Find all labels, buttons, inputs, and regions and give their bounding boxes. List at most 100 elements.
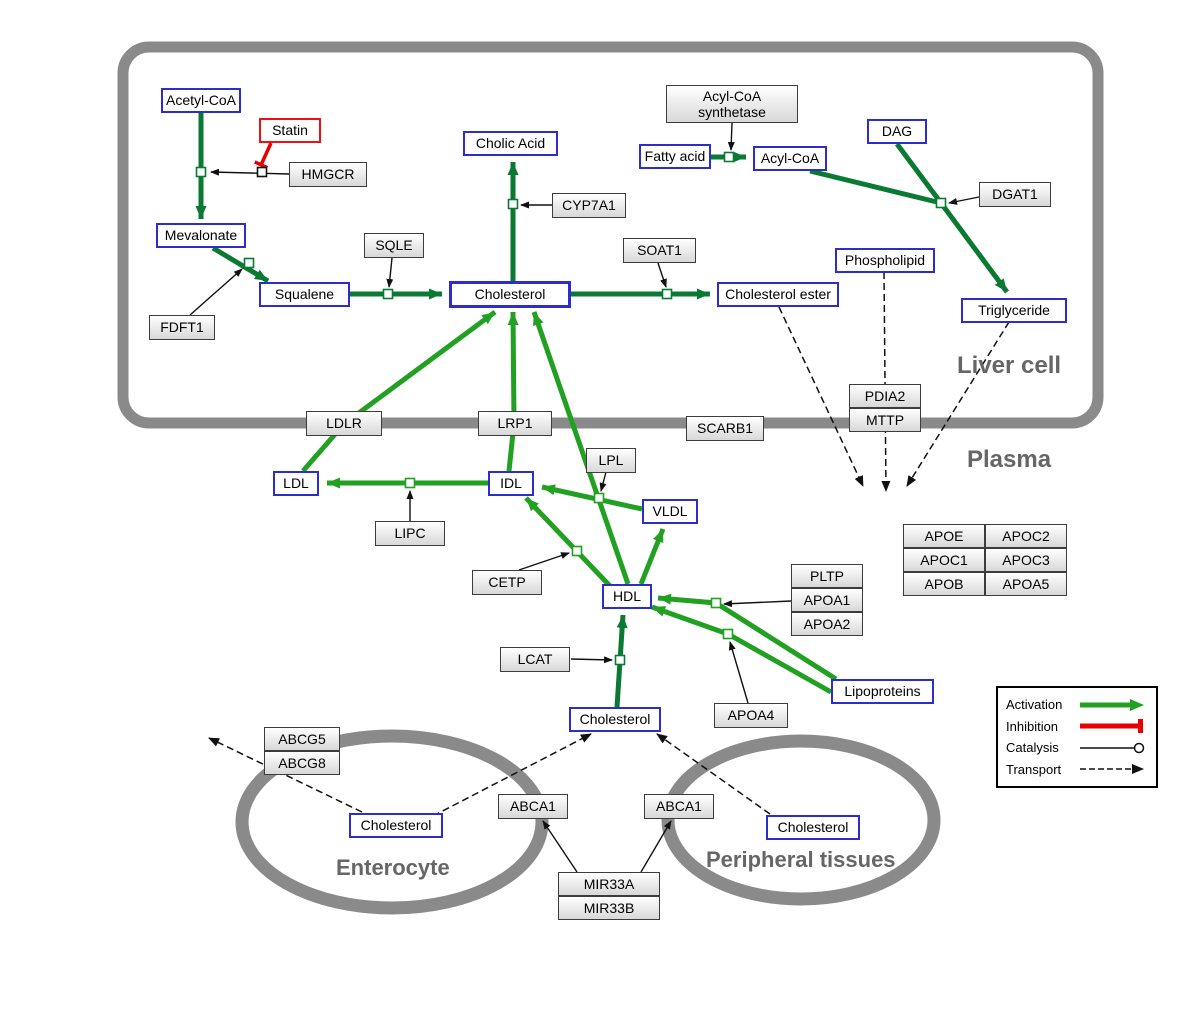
node-apoc3[interactable]: APOC3 — [985, 548, 1067, 572]
node-scarb1[interactable]: SCARB1 — [686, 416, 764, 441]
node-cyp7a1[interactable]: CYP7A1 — [552, 193, 626, 218]
edge-pltp-stack-link — [723, 600, 792, 608]
node-mevalonate[interactable]: Mevalonate — [156, 223, 246, 248]
reaction-node-lipoproteins-to-hdl-upper — [710, 597, 722, 609]
node-abcg5[interactable]: ABCG5 — [264, 727, 340, 751]
node-hdl[interactable]: HDL — [602, 584, 652, 609]
transport-dashed-arrow-symbol — [1080, 764, 1144, 775]
edge-lcat-catalysis — [570, 656, 613, 664]
node-acyl-coa-synthetase[interactable]: Acyl-CoA synthetase — [666, 85, 798, 123]
node-lrp1[interactable]: LRP1 — [478, 411, 552, 436]
node-acyl-coa2[interactable]: Acyl-CoA — [753, 146, 827, 171]
legend-row-activation: Activation — [1006, 694, 1148, 716]
node-vldl[interactable]: VLDL — [642, 499, 698, 524]
legend-transport-label: Transport — [1006, 761, 1062, 777]
node-fatty-acid[interactable]: Fatty acid — [639, 144, 711, 169]
node-dag[interactable]: DAG — [867, 119, 927, 144]
node-ldl[interactable]: LDL — [273, 471, 319, 496]
node-lipc[interactable]: LIPC — [375, 521, 445, 546]
reaction-node-idl-to-ldl — [404, 477, 416, 489]
activation-arrow-symbol — [1080, 698, 1144, 711]
edge-peripheral-to-plasma-transport — [656, 733, 771, 815]
node-apoc1[interactable]: APOC1 — [903, 548, 985, 572]
node-apoa1[interactable]: APOA1 — [791, 588, 863, 612]
node-fdft1[interactable]: FDFT1 — [149, 315, 215, 340]
node-sqle[interactable]: SQLE — [364, 233, 424, 258]
edge-hdl-to-idl-cetp — [524, 496, 612, 588]
inhibition-tbar-symbol — [1080, 719, 1143, 734]
catalysis-circle-symbol — [1080, 742, 1145, 753]
node-lipoproteins[interactable]: Lipoproteins — [831, 679, 934, 704]
edge-acylcoa-to-junction — [809, 168, 942, 206]
edge-hdl-to-liver-cholesterol — [531, 311, 631, 585]
edge-mir33-to-abca1-left — [542, 820, 578, 873]
node-dgat1[interactable]: DGAT1 — [979, 182, 1051, 207]
edge-apoa4-link — [728, 641, 749, 704]
edge-mevalonate-to-squalene — [211, 245, 270, 284]
legend-catalysis-label: Catalysis — [1006, 740, 1059, 756]
enterocyte-label: Enterocyte — [336, 855, 450, 880]
edge-mir33-to-abca1-right — [640, 820, 672, 873]
node-soat1[interactable]: SOAT1 — [623, 238, 696, 263]
liver-cell-membrane — [117, 41, 1104, 429]
edge-hmgcr-catalysis — [210, 168, 290, 176]
edge-phospholipid-transport — [881, 271, 891, 492]
edge-soat1-catalysis — [657, 262, 667, 288]
node-abcg8[interactable]: ABCG8 — [264, 751, 340, 775]
node-acetyl-coa[interactable]: Acetyl-CoA — [161, 88, 241, 113]
node-statin[interactable]: Statin — [259, 118, 321, 143]
node-apoe[interactable]: APOE — [903, 524, 985, 548]
node-mttp[interactable]: MTTP — [849, 408, 921, 432]
node-triglyceride[interactable]: Triglyceride — [961, 298, 1067, 323]
reaction-nodes-group — [195, 151, 947, 666]
node-abca1-left[interactable]: ABCA1 — [498, 794, 568, 819]
node-apoc2[interactable]: APOC2 — [985, 524, 1067, 548]
node-lpl[interactable]: LPL — [586, 448, 636, 473]
edge-statin-inhibits-hmgcr — [254, 142, 273, 170]
peripheral-tissues-label: Peripheral tissues — [706, 847, 896, 872]
edge-idl-to-liver-cholesterol — [506, 311, 519, 472]
node-apob[interactable]: APOB — [903, 572, 985, 596]
node-pdia2[interactable]: PDIA2 — [849, 384, 921, 408]
edge-ldl-to-liver-cholesterol — [301, 309, 497, 473]
node-cholesterol-liver[interactable]: Cholesterol — [449, 281, 571, 308]
reaction-node-cholesterolplasma-to-hdl — [614, 654, 626, 666]
node-apoa5[interactable]: APOA5 — [985, 572, 1067, 596]
edge-enterocyte-efflux-transport — [208, 737, 363, 813]
node-cholesterol-enterocyte[interactable]: Cholesterol — [349, 813, 443, 838]
legend-row-catalysis: Catalysis — [1006, 737, 1148, 759]
edge-acylcoa-synthetase-catalysis — [727, 122, 735, 151]
reaction-node-cholesterol-to-cholesterolester — [661, 288, 673, 300]
node-cholic-acid[interactable]: Cholic Acid — [463, 131, 558, 156]
node-pltp[interactable]: PLTP — [791, 564, 863, 588]
edge-sqle-catalysis — [386, 257, 394, 288]
node-phospholipid[interactable]: Phospholipid — [835, 248, 935, 273]
node-ldlr[interactable]: LDLR — [306, 411, 382, 436]
node-mir33a[interactable]: MIR33A — [558, 872, 660, 896]
plasma-label: Plasma — [967, 446, 1052, 473]
node-abca1-right[interactable]: ABCA1 — [644, 794, 714, 819]
node-cetp[interactable]: CETP — [472, 570, 542, 595]
node-mir33b[interactable]: MIR33B — [558, 896, 660, 920]
legend-inhibition-label: Inhibition — [1006, 718, 1059, 734]
edge-triglyceride-transport — [906, 321, 1010, 487]
node-cholesterol-peripheral[interactable]: Cholesterol — [766, 815, 860, 840]
edge-dgat1-catalysis — [948, 196, 980, 205]
edge-dag-to-junction — [894, 142, 944, 205]
node-squalene[interactable]: Squalene — [259, 282, 350, 307]
legend-row-inhibition: Inhibition — [1006, 716, 1148, 738]
legend-activation-label: Activation — [1006, 697, 1063, 713]
node-lcat[interactable]: LCAT — [500, 647, 570, 672]
reaction-node-cholesterol-to-cholicacid — [507, 198, 519, 210]
node-apoa4[interactable]: APOA4 — [714, 703, 788, 728]
reaction-node-vldl-to-idl — [593, 492, 605, 504]
edge-enterocyte-to-plasma-transport — [432, 733, 592, 817]
node-cholesterol-ester[interactable]: Cholesterol ester — [717, 282, 839, 307]
reaction-node-hmgcr-catalysis — [256, 166, 268, 178]
node-hmgcr[interactable]: HMGCR — [289, 162, 367, 187]
node-idl[interactable]: IDL — [488, 471, 534, 496]
node-cholesterol-plasma[interactable]: Cholesterol — [569, 707, 661, 732]
node-apoa2[interactable]: APOA2 — [791, 612, 863, 636]
